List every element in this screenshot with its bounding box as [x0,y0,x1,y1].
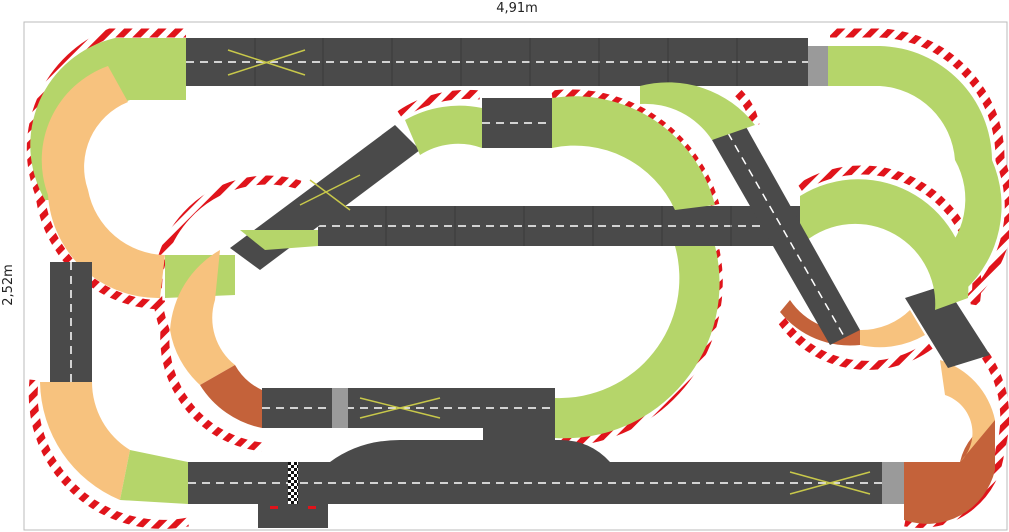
upper-left-diagonal [230,125,420,270]
bottom-right-curve [904,360,995,524]
top-straight [186,38,828,86]
right-diagonal-straight [905,285,990,368]
center-right-diagonal [712,125,860,345]
mid-left-loop [170,230,318,428]
bottom-left-curve [40,382,188,504]
lane-change-crossing [789,471,871,495]
lane-change-crossing [299,174,361,211]
lane-change-crossing [227,49,306,76]
middle-straight [318,206,800,246]
width-dimension-label: 4,91m [496,1,538,16]
lower-center-straight [262,388,555,442]
top-middle-curve-fragment [640,82,755,140]
center-oval-top [405,96,715,210]
start-finish-line [258,462,328,528]
plan-border [23,21,1008,531]
track [30,38,1002,528]
center-oval-right [555,246,720,439]
left-vertical-straight [50,262,92,382]
height-dimension-label: 2,52m [1,264,16,306]
bottom-straight [188,440,904,528]
lane-change-crossing [359,397,441,419]
top-right-curve [828,46,1002,290]
